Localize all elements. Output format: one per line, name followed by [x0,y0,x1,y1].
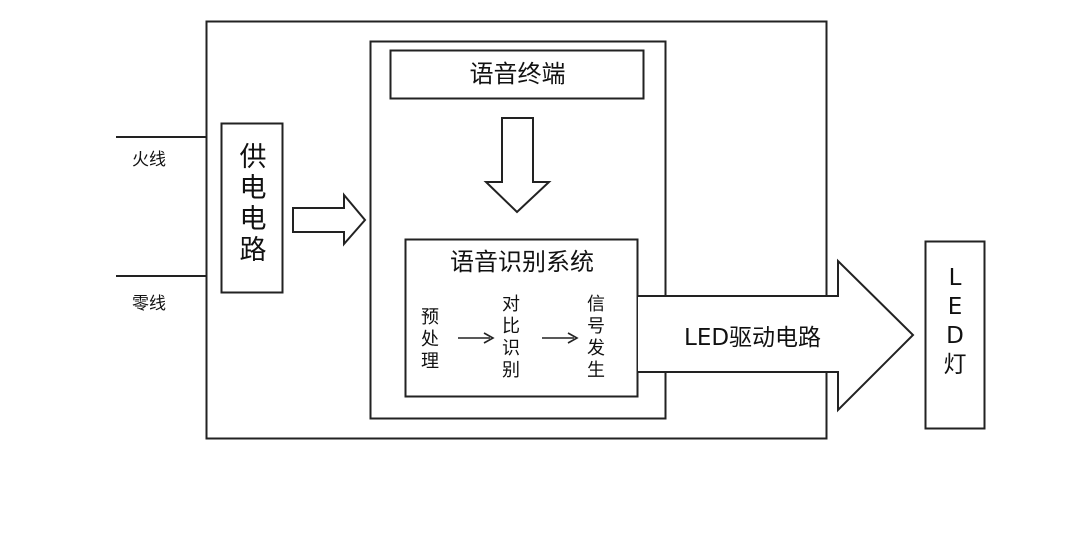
power-supply-label: 供 电 电 路 [239,142,267,266]
step-arrow-2-head [567,332,579,344]
led-lamp-box [924,240,986,430]
outer-enclosure-box [205,20,828,440]
step-signal-generate: 信 号 发 生 [587,294,605,381]
control-module-box [369,40,667,420]
led-lamp-label: L E D 灯 [943,265,967,378]
step-compare-recognize: 对 比 识 别 [502,294,520,381]
terminal-to-recognition-arrow [483,117,552,214]
neutral-wire-label: 零线 [132,294,166,314]
step-preprocess: 预 处 理 [421,307,439,372]
voice-terminal-label: 语音终端 [469,60,566,88]
live-wire-label: 火线 [132,150,166,170]
led-driver-label: LED驱动电路 [684,325,822,351]
step-arrow-1-head [483,332,495,344]
recognition-system-title: 语音识别系统 [450,248,594,276]
power-supply-box [220,122,284,294]
recognition-system-box [404,238,639,398]
voice-terminal-box [389,49,645,100]
power-flow-arrow [292,192,367,247]
led-driver-arrow [638,258,915,413]
